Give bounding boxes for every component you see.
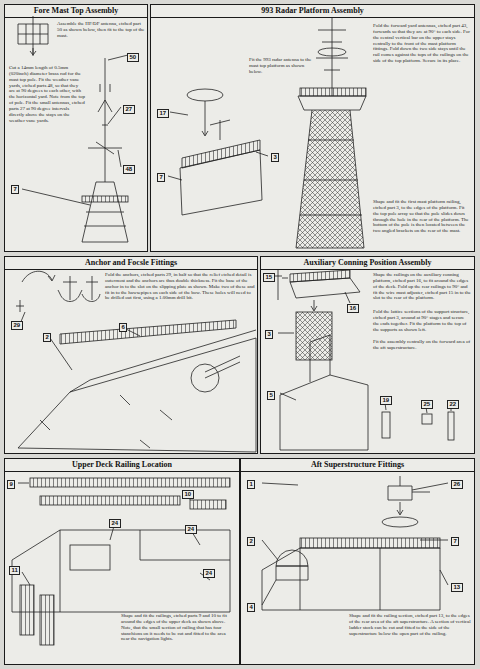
callout-number: 22 <box>447 400 459 409</box>
callout-number: 3 <box>265 330 273 339</box>
callout-number: 27 <box>123 105 135 114</box>
instruction-text: Fold the lattice sections of the support… <box>373 309 471 332</box>
callout-number: 7 <box>157 173 165 182</box>
instruction-panel: Fore Mast Top AssemblyAssemble the HF/DF… <box>4 4 148 252</box>
callout-text: 11 <box>12 567 18 573</box>
callout-text: 19 <box>383 397 390 403</box>
instruction-text: Cut a 14mm length of 0.5mm (020inch) dia… <box>9 65 85 123</box>
instruction-text: Shape and fit the railings, etched parts… <box>121 613 235 642</box>
callout-number: 13 <box>451 583 463 592</box>
callout-text: 3 <box>274 154 277 160</box>
callout-number: 1 <box>247 480 255 489</box>
callout-number: 29 <box>11 321 23 330</box>
callout-text: 1 <box>250 481 253 487</box>
callout-text: 27 <box>126 106 133 112</box>
panel-heading: Aft Superstructure Fittings <box>241 459 474 472</box>
callout-number: 11 <box>9 566 20 575</box>
callout-text: 9 <box>10 481 13 487</box>
panel-heading: Auxiliary Conning Position Assembly <box>261 257 474 270</box>
instruction-text: Fit the 993 radar antenna to the mast to… <box>249 57 317 75</box>
instruction-text: Fold the forward yard antennas, etched p… <box>373 23 471 64</box>
callout-number: 50 <box>127 53 139 62</box>
callout-text: 13 <box>454 584 461 590</box>
callout-number: 25 <box>421 400 433 409</box>
callout-number: 7 <box>451 537 459 546</box>
instruction-panel: 993 Radar Platform AssemblyFit the 993 r… <box>150 4 475 252</box>
callout-number: 9 <box>7 480 15 489</box>
callout-number: 24 <box>185 525 197 534</box>
callout-number: 15 <box>263 273 275 282</box>
callout-text: 29 <box>14 322 21 328</box>
callout-text: 26 <box>454 481 461 487</box>
instruction-text: Shape and fit the first mast platform ra… <box>373 199 471 234</box>
instruction-text: Fit the assembly centrally on the forwar… <box>373 339 471 351</box>
callout-number: 17 <box>157 109 169 118</box>
instruction-text: Shape and fit the railing section, etche… <box>349 613 471 636</box>
panel-heading: Anchor and Focsle Fittings <box>5 257 257 270</box>
callout-text: 22 <box>450 401 457 407</box>
callout-number: 3 <box>271 153 279 162</box>
callout-text: 25 <box>424 401 431 407</box>
callout-text: 7 <box>160 174 163 180</box>
callout-text: 4 <box>250 604 253 610</box>
instruction-text: Fold the anchors, etched parts 29, in ha… <box>105 272 255 301</box>
callout-text: 48 <box>126 166 133 172</box>
callout-number: 7 <box>11 185 19 194</box>
instruction-text: Shape the railings on the auxiliary conn… <box>373 272 471 301</box>
instruction-panel: Upper Deck Railing LocationShape and fit… <box>4 458 240 665</box>
panel-heading: 993 Radar Platform Assembly <box>151 5 474 18</box>
callout-text: 24 <box>188 526 195 532</box>
callout-number: 19 <box>380 396 392 405</box>
callout-text: 10 <box>185 491 192 497</box>
callout-text: 3 <box>268 331 271 337</box>
callout-text: 24 <box>112 520 119 526</box>
instruction-panel: Anchor and Focsle FittingsFold the ancho… <box>4 256 258 454</box>
callout-text: 7 <box>454 538 457 544</box>
callout-text: 24 <box>206 570 213 576</box>
callout-text: 6 <box>122 324 125 330</box>
callout-number: 5 <box>267 391 275 400</box>
callout-number: 2 <box>43 333 51 342</box>
instruction-panel: Auxiliary Conning Position AssemblyShape… <box>260 256 475 454</box>
panel-heading: Upper Deck Railing Location <box>5 459 239 472</box>
callout-number: 6 <box>119 323 127 332</box>
panel-heading: Fore Mast Top Assembly <box>5 5 147 18</box>
callout-number: 10 <box>182 490 194 499</box>
callout-text: 50 <box>130 54 137 60</box>
callout-text: 7 <box>14 186 17 192</box>
callout-number: 26 <box>451 480 463 489</box>
callout-text: 15 <box>266 274 273 280</box>
callout-number: 2 <box>247 537 255 546</box>
callout-text: 2 <box>250 538 253 544</box>
callout-number: 24 <box>203 569 215 578</box>
callout-number: 48 <box>123 165 135 174</box>
callout-text: 2 <box>46 334 49 340</box>
callout-text: 17 <box>160 110 167 116</box>
instruction-panel: Aft Superstructure FittingsShape and fit… <box>240 458 475 665</box>
callout-number: 16 <box>347 304 359 313</box>
callout-text: 16 <box>350 305 357 311</box>
callout-text: 5 <box>270 392 273 398</box>
instruction-text: Assemble the HF/DF antenna, etched part … <box>57 21 145 39</box>
callout-number: 4 <box>247 603 255 612</box>
callout-number: 24 <box>109 519 121 528</box>
